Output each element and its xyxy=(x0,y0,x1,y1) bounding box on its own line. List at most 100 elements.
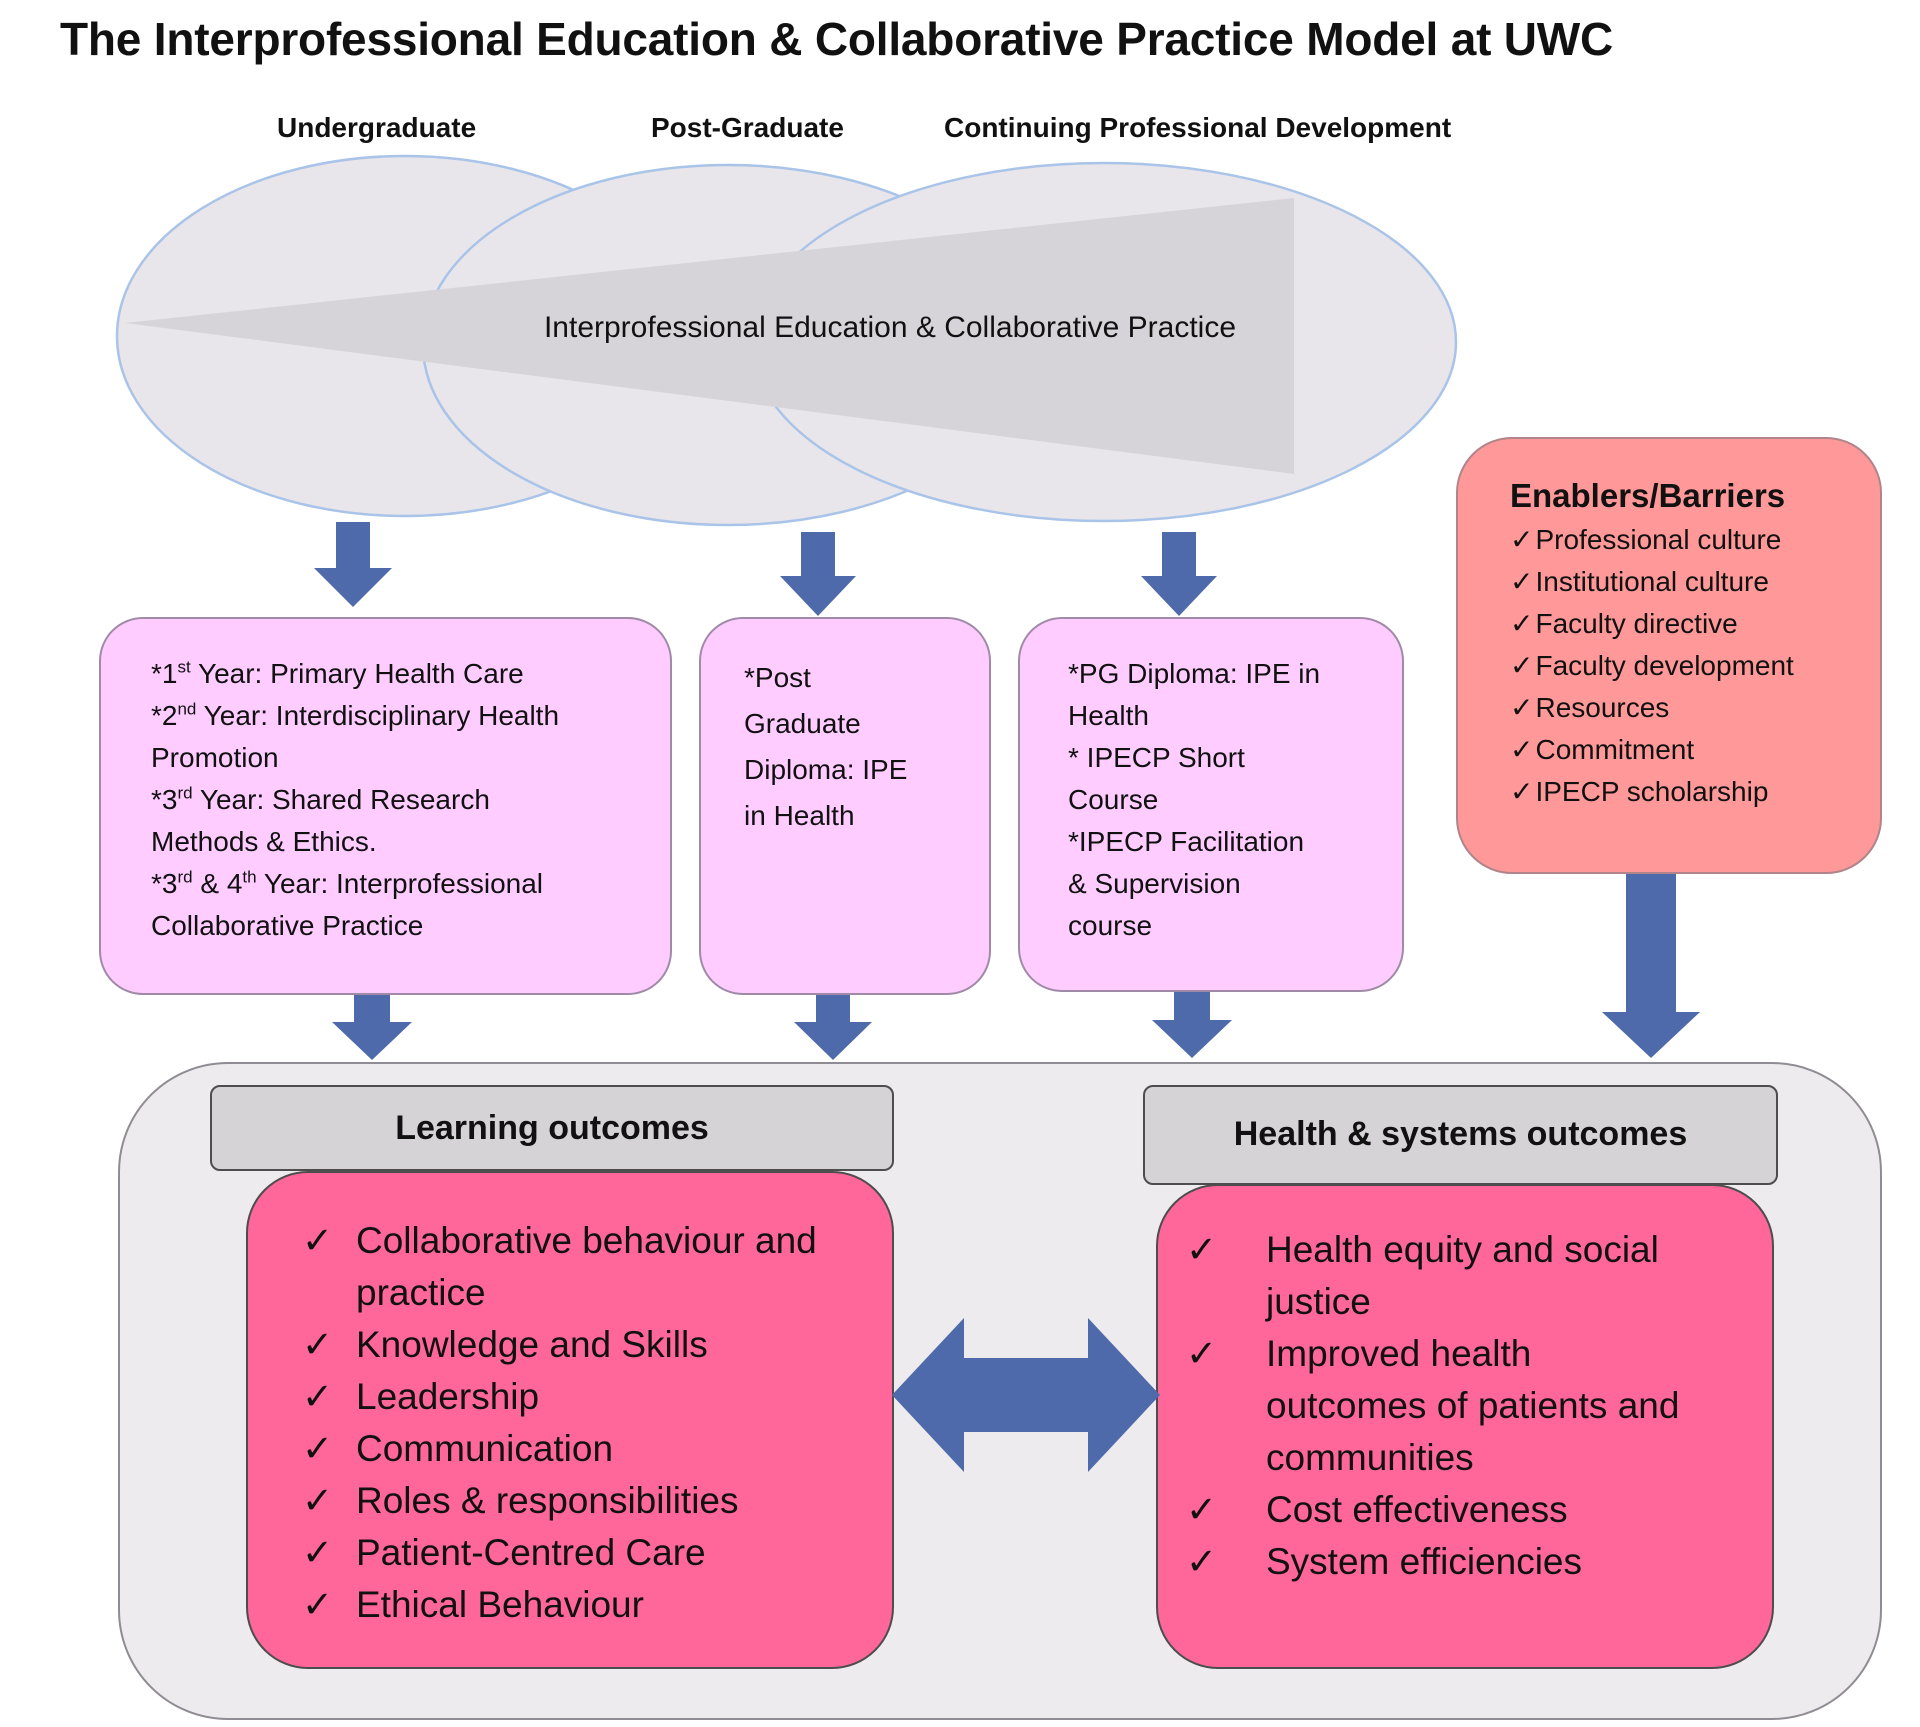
check-icon: ✓ xyxy=(1186,1333,1218,1374)
program-line: * IPECP Short xyxy=(1068,742,1245,773)
ordinal-suffix: rd xyxy=(177,783,193,803)
outcome-line: Ethical Behaviour xyxy=(356,1584,644,1625)
program-text: *3 xyxy=(151,868,178,899)
program-line: *IPECP Facilitation xyxy=(1068,826,1305,857)
check-icon: ✓ xyxy=(1510,608,1534,639)
program-text: & 4 xyxy=(192,868,243,899)
outcome-line: practice xyxy=(356,1272,486,1313)
program-line: *3rd Year: Shared Research xyxy=(151,779,670,821)
check-icon: ✓ xyxy=(1510,566,1534,597)
program-line: *PG Diploma: IPE in xyxy=(1068,658,1321,689)
check-icon: ✓ xyxy=(302,1324,334,1365)
outcome-item: ✓ Knowledge and Skills xyxy=(248,1319,892,1371)
learning-outcomes-heading: Learning outcomes xyxy=(210,1085,894,1171)
enabler-item: ✓Faculty directive xyxy=(1510,603,1880,645)
program-line: *1st Year: Primary Health Care xyxy=(151,653,670,695)
enabler-label: Institutional culture xyxy=(1535,566,1769,597)
check-icon: ✓ xyxy=(302,1220,334,1261)
ordinal-suffix: st xyxy=(177,657,191,677)
outcome-item: ✓Patient-Centred Care xyxy=(248,1527,892,1579)
program-line: course xyxy=(1068,910,1153,941)
arrow-down-enablers xyxy=(1602,874,1700,1058)
program-text: *1 xyxy=(151,658,178,689)
stage-label-cpd: Continuing Professional Development xyxy=(944,112,1452,143)
arrow-down-postgraduate-box xyxy=(794,976,872,1060)
page-title: The Interprofessional Education & Collab… xyxy=(60,13,1614,65)
program-line: & Supervision xyxy=(1068,868,1241,899)
enabler-item: ✓Commitment xyxy=(1510,729,1880,771)
outcome-line: Health equity and social xyxy=(1266,1229,1659,1270)
check-icon: ✓ xyxy=(302,1532,334,1573)
program-line: Collaborative Practice xyxy=(151,905,670,947)
check-icon: ✓ xyxy=(1510,776,1534,807)
check-icon: ✓ xyxy=(1510,650,1534,681)
ordinal-suffix: rd xyxy=(177,867,193,887)
program-line: Diploma: IPE xyxy=(744,754,908,785)
undergraduate-program-box: *1st Year: Primary Health Care*2nd Year:… xyxy=(99,617,672,995)
enabler-item: ✓Professional culture xyxy=(1510,519,1880,561)
outcome-line: Roles & responsibilities xyxy=(356,1480,739,1521)
check-icon: ✓ xyxy=(302,1584,334,1625)
ordinal-suffix: th xyxy=(242,867,257,887)
ipecp-wedge xyxy=(125,198,1294,474)
check-icon: ✓ xyxy=(302,1428,334,1469)
outcome-line: Collaborative behaviour and xyxy=(356,1220,817,1261)
check-icon: ✓ xyxy=(302,1376,334,1417)
enablers-list: ✓Professional culture✓Institutional cult… xyxy=(1510,519,1880,813)
enabler-item: ✓Faculty development xyxy=(1510,645,1880,687)
outcome-item: ✓ Leadership xyxy=(248,1371,892,1423)
outcome-line: justice xyxy=(1266,1281,1371,1322)
program-text: Collaborative Practice xyxy=(151,910,424,941)
program-text: Year: Shared Research xyxy=(192,784,490,815)
program-text: *3 xyxy=(151,784,178,815)
enabler-item: ✓Resources xyxy=(1510,687,1880,729)
outcome-line: Cost effectiveness xyxy=(1266,1489,1568,1530)
check-icon: ✓ xyxy=(1186,1541,1218,1582)
outcome-item: ✓ Roles & responsibilities xyxy=(248,1475,892,1527)
program-text: Year: Interprofessional xyxy=(256,868,544,899)
outcome-item: ✓ Collaborative behaviour and practice xyxy=(248,1215,892,1319)
program-text: Promotion xyxy=(151,742,279,773)
enabler-label: Professional culture xyxy=(1535,524,1782,555)
program-text: Methods & Ethics. xyxy=(151,826,377,857)
outcome-line: Communication xyxy=(356,1428,614,1469)
outcome-item: ✓ Health equity and social justice xyxy=(1158,1224,1772,1328)
outcome-line: System efficiencies xyxy=(1266,1541,1582,1582)
arrow-down-cpd xyxy=(1141,532,1217,616)
outcome-line: Knowledge and Skills xyxy=(356,1324,708,1365)
outcome-item: ✓ Cost effectiveness xyxy=(1158,1484,1772,1536)
arrow-down-postgraduate xyxy=(780,532,856,616)
program-text: *2 xyxy=(151,700,178,731)
outcome-item: ✓ System efficiencies xyxy=(1158,1536,1772,1588)
program-line: Course xyxy=(1068,784,1159,815)
check-icon: ✓ xyxy=(1510,524,1534,555)
check-icon: ✓ xyxy=(1510,692,1534,723)
stage-label-postgraduate: Post-Graduate xyxy=(651,112,844,143)
wedge-label: Interprofessional Education & Collaborat… xyxy=(544,311,1236,344)
double-arrow-icon xyxy=(892,1318,1160,1472)
program-text: Year: Primary Health Care xyxy=(190,658,524,689)
enabler-label: Faculty development xyxy=(1535,650,1794,681)
check-icon: ✓ xyxy=(302,1480,334,1521)
arrow-down-undergraduate xyxy=(314,522,392,607)
program-line: Methods & Ethics. xyxy=(151,821,670,863)
enablers-barriers-box: Enablers/Barriers ✓Professional culture✓… xyxy=(1456,437,1882,874)
learning-outcomes-box: ✓ Collaborative behaviour and practice ✓ Kno… xyxy=(246,1171,894,1669)
enablers-heading: Enablers/Barriers xyxy=(1510,477,1786,514)
program-line: *2nd Year: Interdisciplinary Health xyxy=(151,695,670,737)
outcome-line: Improved health xyxy=(1266,1333,1532,1374)
outcome-line: communities xyxy=(1266,1437,1474,1478)
outcome-item: ✓ Communication xyxy=(248,1423,892,1475)
outcome-line: Leadership xyxy=(356,1376,540,1417)
enabler-item: ✓IPECP scholarship xyxy=(1510,771,1880,813)
program-line: Health xyxy=(1068,700,1149,731)
program-text: Year: Interdisciplinary Health xyxy=(196,700,560,731)
enabler-label: IPECP scholarship xyxy=(1535,776,1769,807)
check-icon: ✓ xyxy=(1186,1229,1218,1270)
arrow-down-undergraduate-box xyxy=(332,976,412,1060)
check-icon: ✓ xyxy=(1186,1489,1218,1530)
